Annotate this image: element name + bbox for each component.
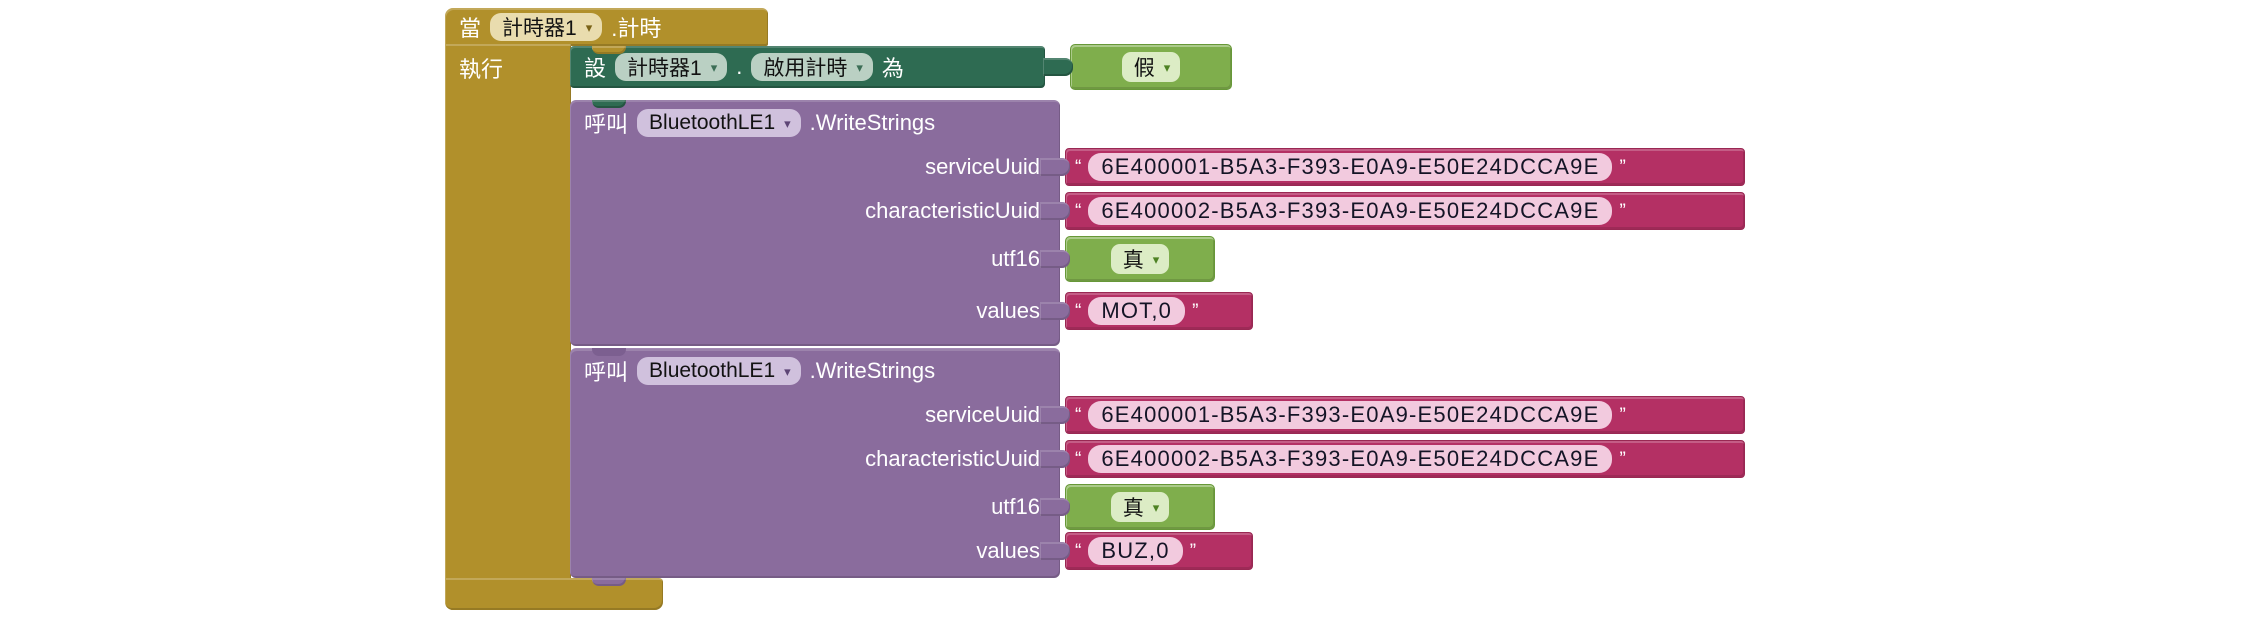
connector-plug [1040, 302, 1070, 320]
call-label: 呼叫 [584, 360, 629, 385]
open-quote: “ [1075, 156, 1082, 178]
param-label-values: values [976, 538, 1040, 563]
param-label-utf16: utf16 [991, 246, 1040, 271]
connector-notch [592, 46, 626, 54]
call-component-dropdown[interactable]: BluetoothLE1 ▾ [637, 109, 801, 137]
string-block-characteristicuuid-2[interactable]: “ 6E400002-B5A3-F393-E0A9-E50E24DCCA9E ” [1065, 440, 1745, 478]
connector-notch [592, 578, 626, 586]
string-value[interactable]: 6E400002-B5A3-F393-E0A9-E50E24DCCA9E [1088, 197, 1613, 225]
chevron-down-icon: ▾ [710, 59, 718, 75]
do-label: 執行 [459, 57, 504, 82]
open-quote: “ [1075, 200, 1082, 222]
connector-plug [1040, 450, 1070, 468]
close-quote: ” [1619, 448, 1626, 470]
string-value[interactable]: 6E400001-B5A3-F393-E0A9-E50E24DCCA9E [1088, 153, 1613, 181]
connector-plug [1040, 250, 1070, 268]
open-quote: “ [1075, 448, 1082, 470]
connector-notch [592, 348, 626, 356]
chevron-down-icon: ▾ [856, 59, 863, 75]
string-value[interactable]: 6E400002-B5A3-F393-E0A9-E50E24DCCA9E [1088, 445, 1613, 473]
string-value[interactable]: 6E400001-B5A3-F393-E0A9-E50E24DCCA9E [1088, 401, 1613, 429]
connector-plug [1040, 542, 1070, 560]
connector-plug [1040, 498, 1070, 516]
call-component-dropdown[interactable]: BluetoothLE1 ▾ [637, 357, 801, 385]
logic-true-block-1[interactable]: 真 ▾ [1065, 236, 1215, 282]
string-block-serviceuuid-2[interactable]: “ 6E400001-B5A3-F393-E0A9-E50E24DCCA9E ” [1065, 396, 1745, 434]
call-label: 呼叫 [584, 112, 629, 137]
close-quote: ” [1619, 200, 1626, 222]
close-quote: ” [1619, 404, 1626, 426]
string-value[interactable]: BUZ,0 [1088, 537, 1183, 565]
event-suffix-label: .計時 [611, 16, 662, 41]
when-event-block-spine[interactable] [445, 44, 571, 610]
param-label-characteristicuuid: characteristicUuid [865, 198, 1040, 223]
logic-false-dropdown[interactable]: 假 ▾ [1121, 52, 1181, 82]
open-quote: “ [1075, 540, 1082, 562]
when-label: 當 [459, 16, 482, 41]
call-writestrings-block-2[interactable] [570, 348, 1060, 578]
open-quote: “ [1075, 300, 1082, 322]
param-label-serviceuuid: serviceUuid [925, 402, 1040, 427]
call-method-label: .WriteStrings [809, 358, 936, 383]
string-block-serviceuuid-1[interactable]: “ 6E400001-B5A3-F393-E0A9-E50E24DCCA9E ” [1065, 148, 1745, 186]
param-label-values: values [976, 298, 1040, 323]
call-writestrings-block-1[interactable] [570, 100, 1060, 346]
close-quote: ” [1192, 300, 1199, 322]
set-to-label: 為 [881, 56, 904, 81]
connector-notch [592, 100, 626, 108]
call-method-label: .WriteStrings [809, 110, 936, 135]
logic-true-dropdown[interactable]: 真 ▾ [1110, 244, 1170, 274]
chevron-down-icon: ▾ [784, 363, 791, 379]
open-quote: “ [1075, 404, 1082, 426]
connector-plug [1040, 158, 1070, 176]
string-block-values-2[interactable]: “ BUZ,0 ” [1065, 532, 1253, 570]
param-label-characteristicuuid: characteristicUuid [865, 446, 1040, 471]
string-block-values-1[interactable]: “ MOT,0 ” [1065, 292, 1253, 330]
chevron-down-icon: ▾ [1163, 59, 1171, 75]
logic-true-dropdown[interactable]: 真 ▾ [1110, 492, 1170, 522]
param-label-serviceuuid: serviceUuid [925, 154, 1040, 179]
param-label-utf16: utf16 [991, 494, 1040, 519]
string-value[interactable]: MOT,0 [1088, 297, 1186, 325]
close-quote: ” [1189, 540, 1197, 562]
string-block-characteristicuuid-1[interactable]: “ 6E400002-B5A3-F393-E0A9-E50E24DCCA9E ” [1065, 192, 1745, 230]
set-dot-label: . [736, 54, 743, 79]
when-event-block-footer[interactable] [445, 578, 663, 610]
chevron-down-icon: ▾ [784, 115, 791, 131]
event-component-dropdown[interactable]: 計時器1 ▾ [490, 13, 603, 41]
connector-plug [1040, 406, 1070, 424]
set-property-dropdown[interactable]: 啟用計時 ▾ [751, 53, 873, 81]
logic-false-block[interactable]: 假 ▾ [1070, 44, 1232, 90]
chevron-down-icon: ▾ [1152, 251, 1160, 267]
logic-true-block-2[interactable]: 真 ▾ [1065, 484, 1215, 530]
close-quote: ” [1619, 156, 1626, 178]
set-label: 設 [584, 56, 607, 81]
chevron-down-icon: ▾ [585, 19, 593, 35]
connector-plug [1040, 202, 1070, 220]
set-component-dropdown[interactable]: 計時器1 ▾ [615, 53, 728, 81]
connector-plug [1043, 58, 1073, 76]
chevron-down-icon: ▾ [1152, 499, 1160, 515]
